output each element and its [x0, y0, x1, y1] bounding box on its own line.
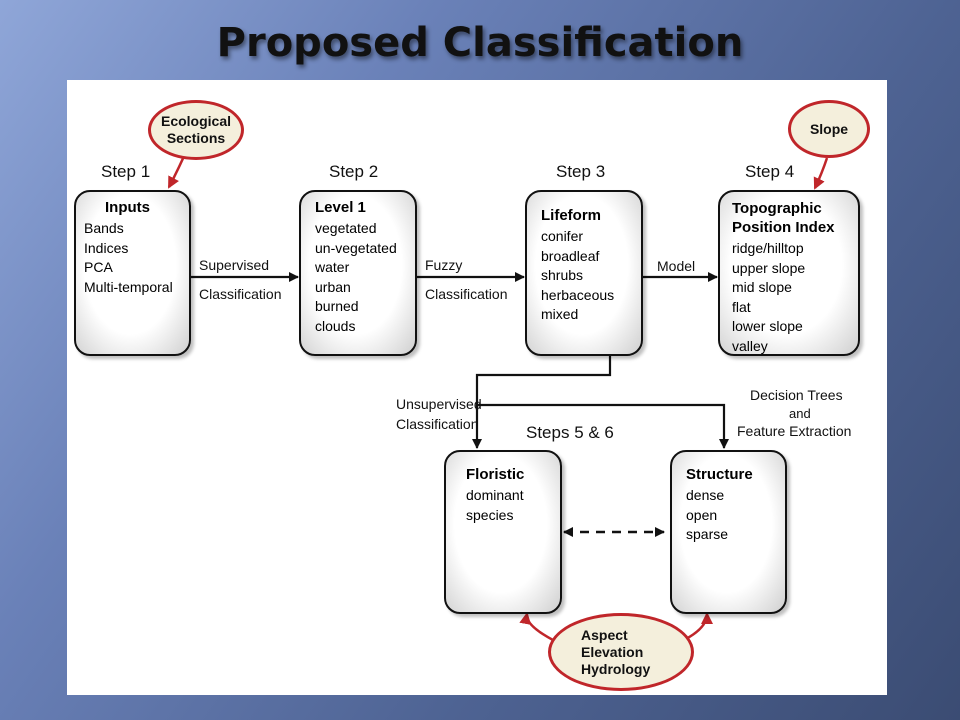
aspect-line: Aspect — [581, 626, 628, 643]
step-2-label: Step 2 — [329, 162, 379, 181]
tpi-item: ridge/hilltop — [732, 240, 804, 256]
unsupervised-label: Unsupervised — [396, 396, 482, 412]
level1-title: Level 1 — [315, 199, 366, 216]
inputs-item: Indices — [84, 239, 129, 256]
elevation-line: Elevation — [581, 643, 644, 660]
red-arrow-aspect-left — [519, 612, 554, 642]
level1-item: urban — [315, 278, 351, 295]
diagram-panel: Step 1 Step 2 Step 3 Step 4 Steps 5 & 6 … — [67, 80, 887, 695]
structure-title: Structure — [686, 466, 753, 483]
level1-item: vegetated — [315, 220, 377, 236]
tpi-item: valley — [732, 337, 768, 354]
feature-extraction-label: Feature Extraction — [737, 423, 852, 439]
lifeform-title: Lifeform — [541, 207, 601, 224]
ecological-line-1: Ecological — [160, 113, 232, 129]
floristic-item: species — [466, 506, 514, 523]
level1-items: vegetated un-vegetated water urban burne… — [315, 219, 397, 336]
floristic-item: dominant — [466, 487, 524, 503]
level1-item: un-vegetated — [315, 239, 397, 256]
structure-item: dense — [686, 487, 725, 503]
step-1-label: Step 1 — [101, 162, 151, 181]
lifeform-item: broadleaf — [541, 247, 600, 264]
arrow-to-structure-line — [477, 403, 729, 449]
tpi-title-line-2: Position Index — [732, 219, 835, 236]
model-label: Model — [657, 258, 696, 274]
tpi-items: ridge/hilltop upper slope mid slope flat… — [732, 239, 805, 356]
inputs-items: Bands Indices PCA Multi-temporal — [84, 219, 173, 297]
steps-5-6-label: Steps 5 & 6 — [526, 423, 614, 442]
floristic-title: Floristic — [466, 466, 525, 483]
inputs-item: Bands — [84, 220, 124, 236]
tpi-title-line-1: Topographic — [732, 200, 822, 217]
fuzzy-label: Fuzzy — [425, 257, 463, 273]
inputs-box: Inputs Bands Indices PCA Multi-temporal — [74, 190, 191, 356]
lifeform-item: shrubs — [541, 267, 584, 283]
branch-line — [475, 354, 612, 410]
decision-and-label: and — [789, 406, 811, 421]
inputs-item: Multi-temporal — [84, 278, 173, 295]
level1-box: Level 1 vegetated un-vegetated water urb… — [299, 190, 417, 356]
slide-title: Proposed Classification — [216, 20, 744, 66]
red-arrow-slope — [813, 157, 829, 190]
level1-item: water — [315, 259, 350, 275]
inputs-title: Inputs — [105, 199, 150, 216]
tpi-item: flat — [732, 298, 751, 315]
tpi-item: mid slope — [732, 279, 792, 295]
fuzzy-classification-label: Classification — [425, 286, 508, 302]
level1-item: clouds — [315, 317, 356, 334]
structure-items: dense open sparse — [686, 486, 728, 545]
level1-item: burned — [315, 298, 359, 314]
structure-item: open — [686, 506, 718, 523]
aspect-elevation-hydrology-oval: Aspect Elevation Hydrology — [548, 613, 694, 691]
tpi-item: upper slope — [732, 259, 806, 276]
step-4-label: Step 4 — [745, 162, 795, 181]
lifeform-item: herbaceous — [541, 286, 615, 303]
lifeform-items: conifer broadleaf shrubs herbaceous mixe… — [541, 227, 614, 325]
step-3-label: Step 3 — [556, 162, 606, 181]
lifeform-item: mixed — [541, 306, 579, 322]
unsupervised-classification-label: Classification — [396, 416, 479, 432]
ecological-sections-oval: Ecological Sections — [148, 100, 244, 160]
floristic-items: dominant species — [466, 486, 524, 525]
floristic-box: Floristic dominant species — [444, 450, 562, 614]
supervised-classification-label: Classification — [199, 286, 282, 302]
lifeform-box: Lifeform conifer broadleaf shrubs herbac… — [525, 190, 643, 356]
supervised-label: Supervised — [199, 257, 270, 273]
tpi-box: Topographic Position Index ridge/hilltop… — [718, 190, 860, 356]
structure-box: Structure dense open sparse — [670, 450, 787, 614]
structure-item: sparse — [686, 526, 729, 542]
tpi-item: lower slope — [732, 318, 803, 334]
ecological-line-2: Sections — [166, 130, 226, 146]
decision-trees-label: Decision Trees — [750, 387, 843, 403]
hydrology-line: Hydrology — [581, 660, 651, 677]
lifeform-item: conifer — [541, 228, 584, 244]
tpi-title: Topographic Position Index — [732, 199, 835, 237]
inputs-item: PCA — [84, 259, 113, 275]
slope-oval: Slope — [788, 100, 870, 158]
